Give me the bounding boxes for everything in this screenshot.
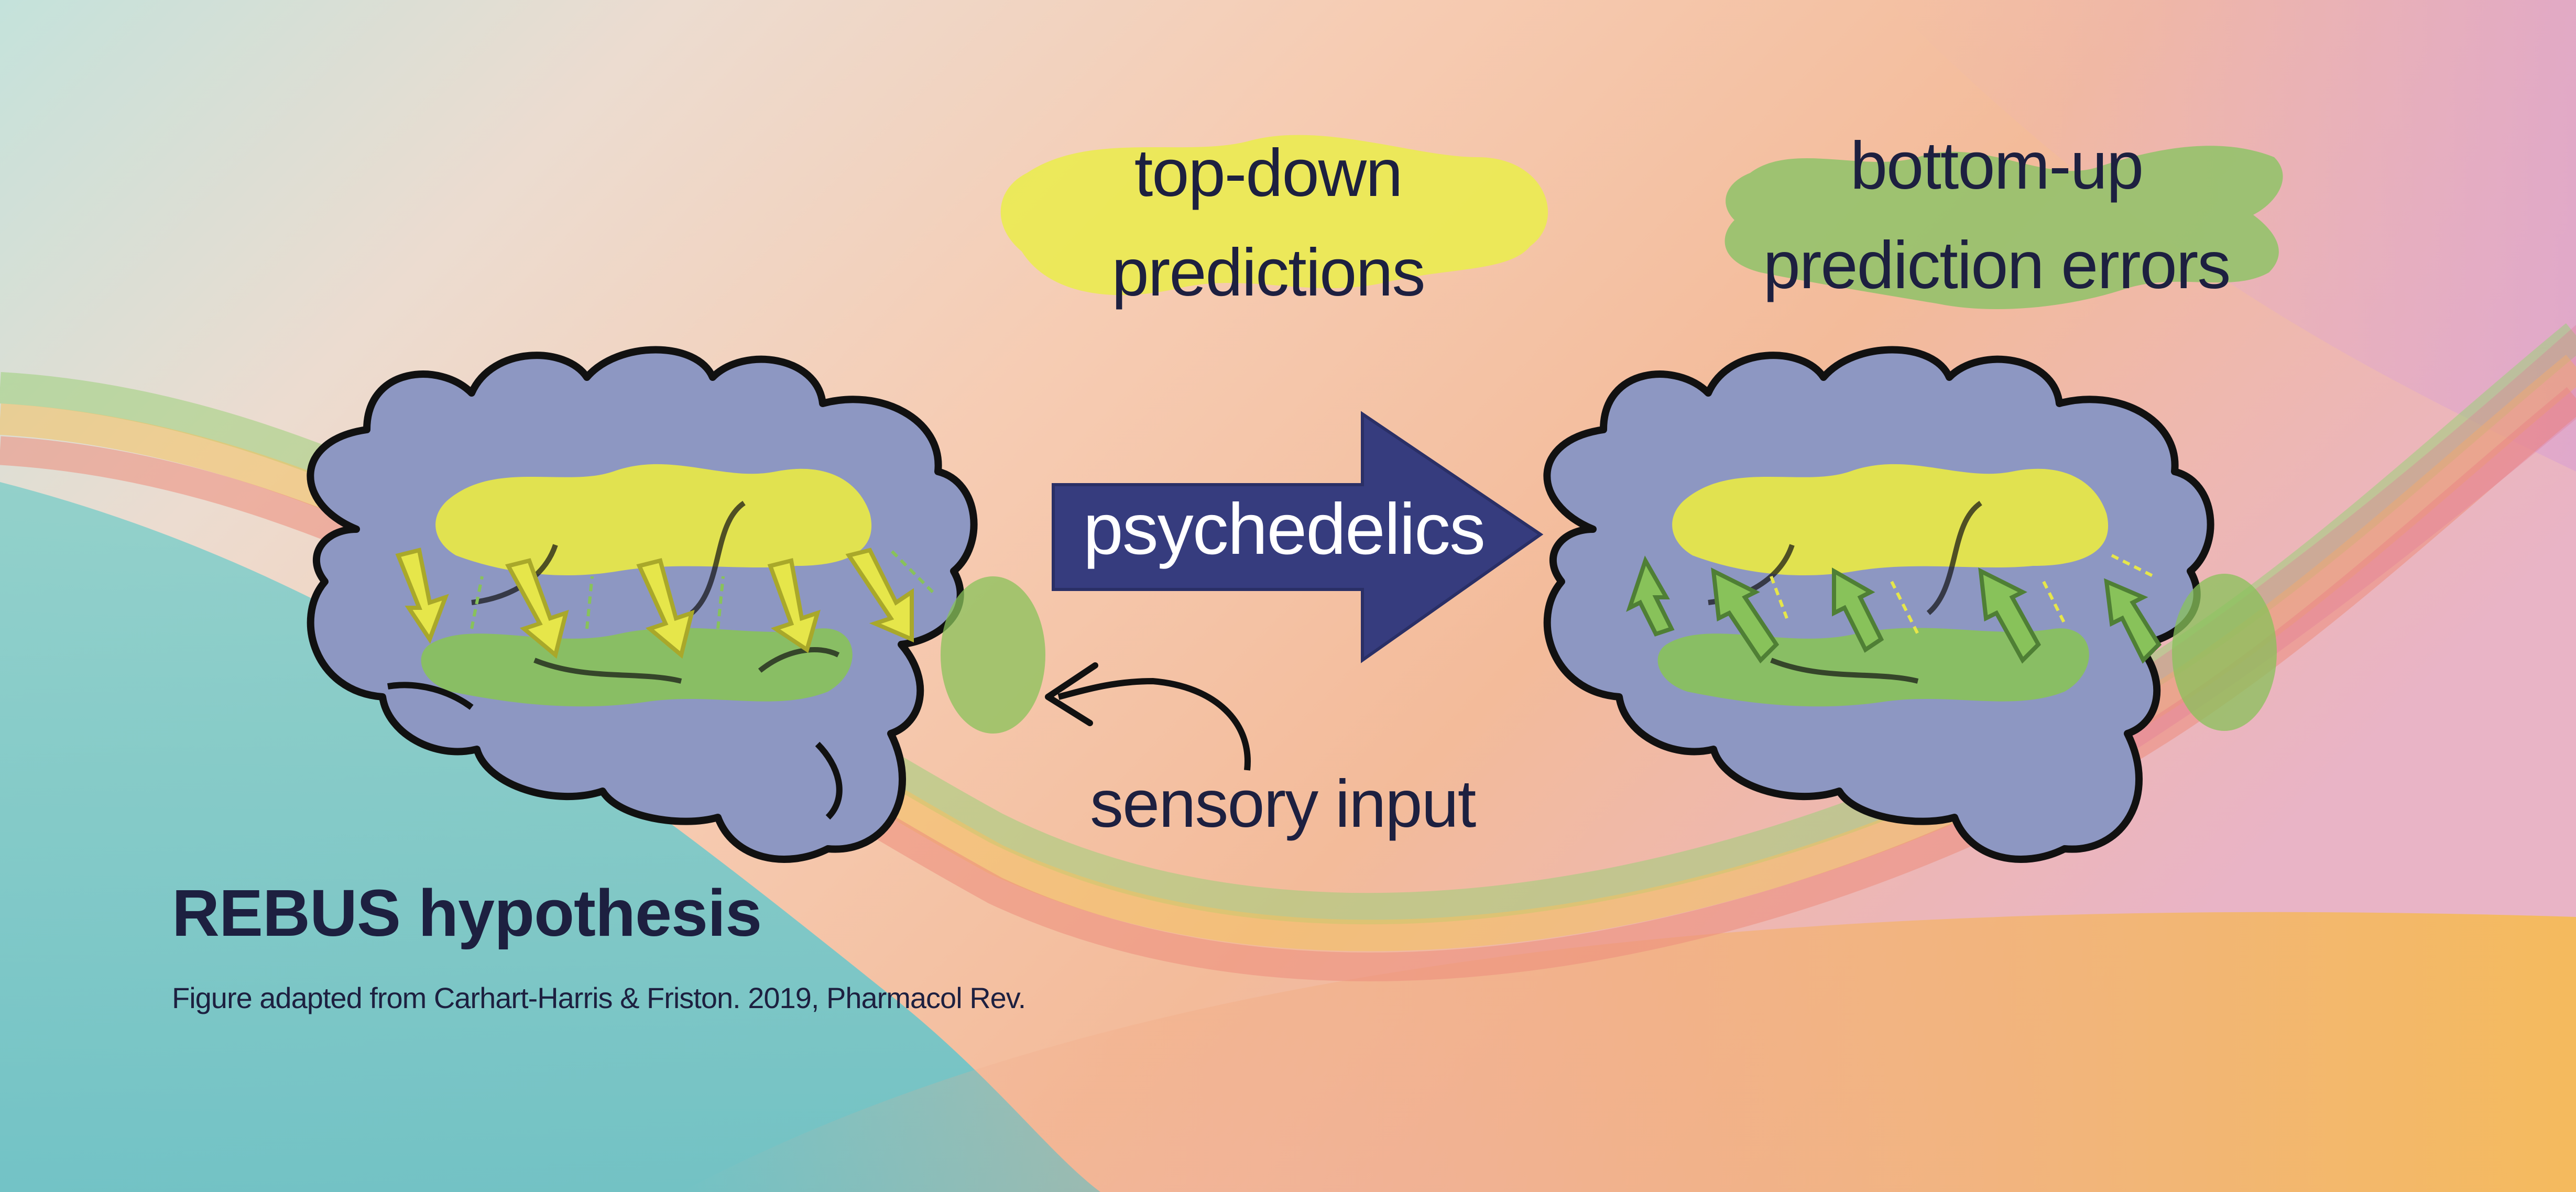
figure-caption: Figure adapted from Carhart-Harris & Fri… (172, 981, 1026, 1014)
curved-arrow-icon (1057, 677, 1251, 771)
top-down-line-1: top-down (1134, 136, 1403, 211)
right-brain-icon (1543, 346, 2277, 863)
sensory-input-label: sensory input (1090, 767, 1476, 841)
figure-title: REBUS hypothesis (172, 876, 762, 950)
top-down-line-2: predictions (1111, 235, 1426, 310)
top-down-blob (1000, 135, 1548, 296)
psychedelics-label: psychedelics (1083, 489, 1486, 570)
bottom-up-line-2: prediction errors (1763, 228, 2231, 303)
bottom-up-blob (1724, 146, 2283, 309)
right-arrow-icon (1052, 411, 1544, 663)
left-brain-icon (310, 350, 1045, 860)
top-down-predictions-label: top-down predictions (1079, 124, 1457, 323)
bottom-up-line-1: bottom-up (1850, 128, 2144, 203)
bottom-up-prediction-errors-label: bottom-up prediction errors (1724, 116, 2269, 315)
